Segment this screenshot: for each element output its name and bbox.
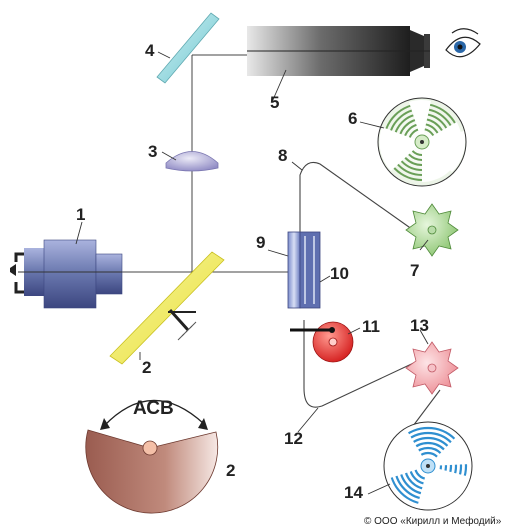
label-3: 3 <box>148 142 157 161</box>
upper-film-reel <box>377 97 467 187</box>
lens <box>165 151 219 172</box>
lamp-housing <box>10 239 123 309</box>
lower-sprocket <box>405 341 459 395</box>
film-strip <box>299 161 421 408</box>
eyepiece-tube <box>247 26 430 76</box>
label-13: 13 <box>410 316 429 335</box>
label-2-shutter: 2 <box>226 461 235 480</box>
beam-splitter-prism <box>109 251 225 365</box>
label-1: 1 <box>76 205 85 224</box>
mirror <box>156 12 220 84</box>
pressure-roller <box>290 321 354 363</box>
optical-axes <box>18 54 430 273</box>
label-6: 6 <box>348 109 357 128</box>
leader-lines <box>75 51 429 495</box>
film-to-reel <box>409 389 441 431</box>
shutter-angle-label: АСВ <box>133 398 174 419</box>
label-5: 5 <box>270 93 279 112</box>
shutter-angle-arrow <box>100 399 208 430</box>
copyright-text: © ООО «Кирилл и Мефодий» <box>364 515 502 527</box>
takeup-film-reel <box>383 421 473 511</box>
label-2-prism: 2 <box>142 358 151 377</box>
label-10: 10 <box>330 264 349 283</box>
label-8: 8 <box>278 146 287 165</box>
film-gate <box>287 231 321 309</box>
label-7: 7 <box>410 261 419 280</box>
label-12: 12 <box>284 429 303 448</box>
label-4: 4 <box>145 41 155 60</box>
upper-sprocket <box>405 203 459 257</box>
label-14: 14 <box>344 483 363 502</box>
eye-icon <box>445 28 481 58</box>
label-9: 9 <box>256 233 265 252</box>
shutter-disc <box>85 429 219 514</box>
label-11: 11 <box>362 317 380 336</box>
